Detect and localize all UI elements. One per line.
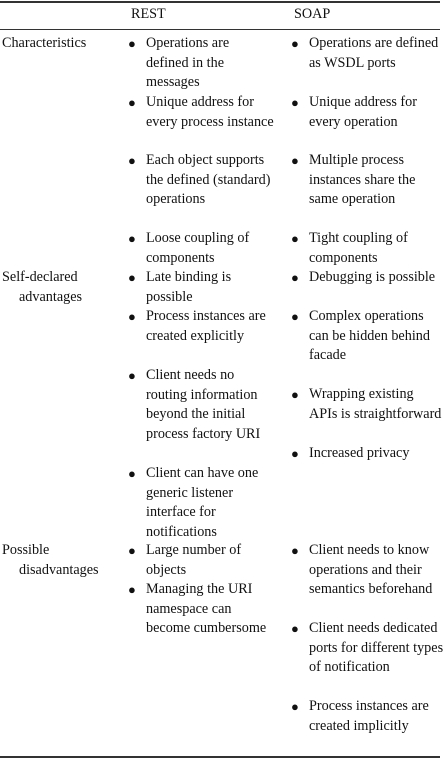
list-item: ● Operations are defined as WSDL ports xyxy=(291,35,439,71)
bullet-icon: ● xyxy=(291,153,299,168)
list-item: ● Complex operations can be hidden behin… xyxy=(291,308,430,364)
list-item: ● Unique address for every operation xyxy=(291,94,417,130)
row-label-text: disadvantages xyxy=(19,561,99,578)
list-item: ● Process instances are created explicit… xyxy=(128,308,266,344)
bullet-icon: ● xyxy=(128,309,136,324)
list-item: ● Client needs no routing information be… xyxy=(128,367,261,442)
row-label-text: Self-declared xyxy=(2,269,78,285)
bullet-icon: ● xyxy=(128,231,136,246)
table-bottom-rule xyxy=(0,756,440,758)
list-item: ● Debugging is possible xyxy=(291,268,444,288)
bullet-icon: ● xyxy=(291,95,299,110)
list-item: ● Operations are defined in the messages xyxy=(128,35,230,91)
bullet-icon: ● xyxy=(128,270,136,285)
bullet-icon: ● xyxy=(291,446,299,461)
table-top-rule xyxy=(0,1,440,3)
list-item: ● Increased privacy xyxy=(291,444,444,464)
bullet-icon: ● xyxy=(291,699,299,714)
row-label-advantages: Self-declared advantages xyxy=(2,268,122,307)
list-item: ● Late binding is possible xyxy=(128,269,232,305)
row-label-text: Characteristics xyxy=(2,35,87,51)
bullet-icon: ● xyxy=(128,582,136,597)
bullet-icon: ● xyxy=(291,36,299,51)
list-item: ● Each object supports the defined (stan… xyxy=(128,152,271,208)
list-item: ● Wrapping existing APIs is straightforw… xyxy=(291,386,442,422)
bullet-icon: ● xyxy=(291,231,299,246)
column-header-soap: SOAP xyxy=(294,6,331,22)
list-item: ● Managing the URI namespace can become … xyxy=(128,581,267,637)
list-item: ● Multiple process instances share the s… xyxy=(291,152,416,208)
column-header-rest: REST xyxy=(131,6,166,22)
list-item: ● Unique address for every process insta… xyxy=(128,94,274,130)
list-item: ● Tight coupling of components xyxy=(291,230,408,266)
list-item: ● Client needs to know operations and th… xyxy=(291,542,433,598)
bullet-icon: ● xyxy=(128,466,136,481)
bullet-icon: ● xyxy=(291,543,299,558)
list-item: ● Loose coupling of components xyxy=(128,230,250,266)
list-item: ● Client needs dedicated ports for diffe… xyxy=(291,620,444,676)
bullet-icon: ● xyxy=(291,621,299,636)
list-item: ● Client can have one generic listener i… xyxy=(128,465,259,540)
row-label-text: advantages xyxy=(19,288,83,305)
bullet-icon: ● xyxy=(128,368,136,383)
bullet-icon: ● xyxy=(128,543,136,558)
bullet-icon: ● xyxy=(128,95,136,110)
row-label-disadvantages: Possible disadvantages xyxy=(2,541,122,580)
bullet-icon: ● xyxy=(291,270,299,285)
bullet-icon: ● xyxy=(128,153,136,168)
bullet-icon: ● xyxy=(291,309,299,324)
row-label-text: Possible xyxy=(2,542,50,558)
list-item: ● Process instances are created implicit… xyxy=(291,698,429,734)
bullet-icon: ● xyxy=(128,36,136,51)
bullet-icon: ● xyxy=(291,387,299,402)
list-item: ● Large number of objects xyxy=(128,542,242,578)
row-label-characteristics: Characteristics xyxy=(2,34,122,54)
table-header-rule xyxy=(0,29,440,30)
